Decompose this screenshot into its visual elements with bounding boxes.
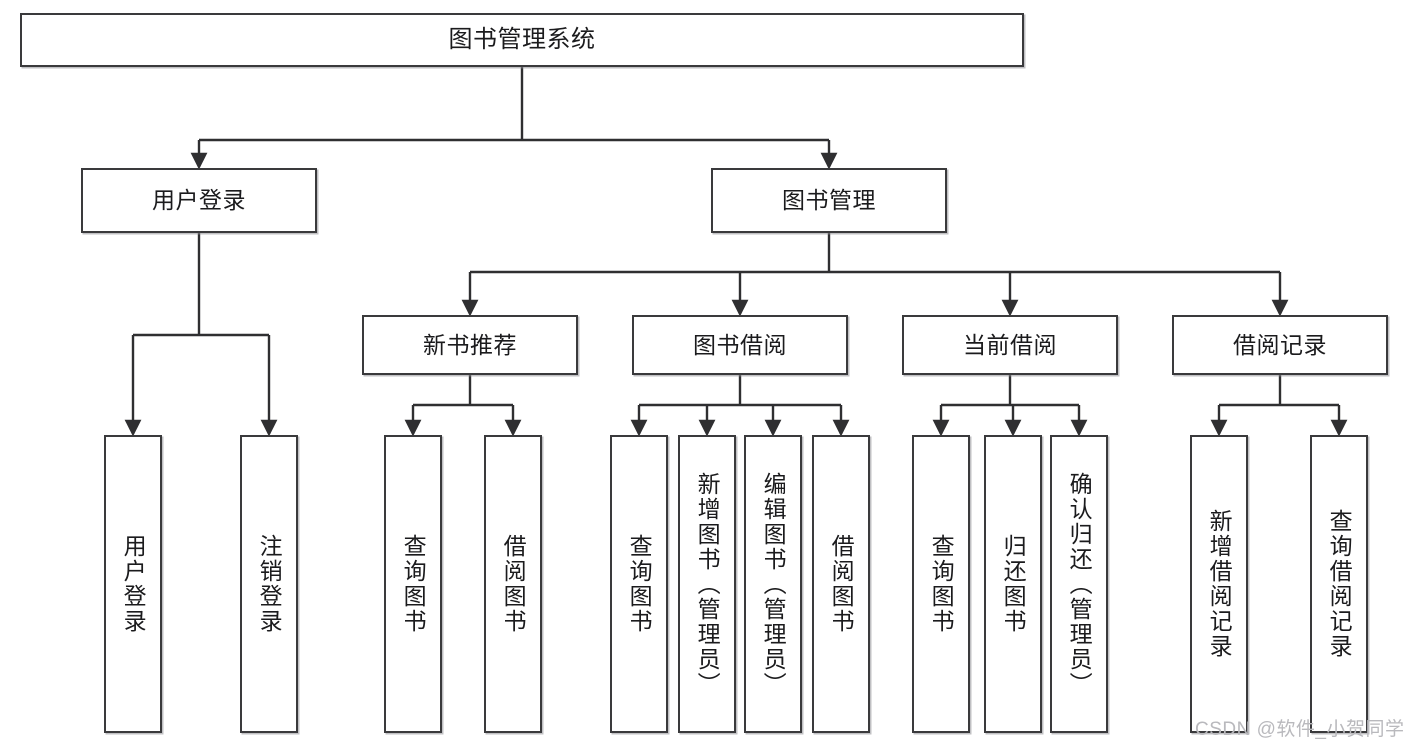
node-login[interactable]: 用户登录 bbox=[81, 168, 317, 233]
node-label: 图书管理系统 bbox=[448, 26, 596, 54]
node-label: 编辑图书（管理员） bbox=[760, 471, 787, 697]
node-label: 注销登录 bbox=[256, 534, 283, 634]
node-newbook[interactable]: 新书推荐 bbox=[362, 315, 578, 375]
node-label: 归还图书 bbox=[1000, 534, 1027, 634]
node-l-query3[interactable]: 查询图书 bbox=[912, 435, 970, 733]
node-l-query2[interactable]: 查询图书 bbox=[610, 435, 668, 733]
node-label: 新书推荐 bbox=[423, 331, 517, 358]
node-label: 借阅图书 bbox=[500, 534, 527, 634]
node-l-login[interactable]: 用户登录 bbox=[104, 435, 162, 733]
node-label: 当前借阅 bbox=[963, 331, 1057, 358]
node-label: 图书借阅 bbox=[693, 331, 787, 358]
node-root[interactable]: 图书管理系统 bbox=[20, 13, 1024, 67]
node-l-addrec[interactable]: 新增借阅记录 bbox=[1190, 435, 1248, 733]
node-l-edit[interactable]: 编辑图书（管理员） bbox=[744, 435, 802, 733]
node-l-add[interactable]: 新增图书（管理员） bbox=[678, 435, 736, 733]
node-bookmgmt[interactable]: 图书管理 bbox=[711, 168, 947, 233]
node-label: 确认归还（管理员） bbox=[1066, 471, 1093, 697]
node-l-queryrec[interactable]: 查询借阅记录 bbox=[1310, 435, 1368, 733]
csdn-watermark: CSDN @软件_小贺同学 bbox=[1195, 719, 1405, 740]
node-l-borrow2[interactable]: 借阅图书 bbox=[812, 435, 870, 733]
node-l-logout[interactable]: 注销登录 bbox=[240, 435, 298, 733]
node-label: 借阅记录 bbox=[1233, 331, 1327, 358]
node-l-confirm[interactable]: 确认归还（管理员） bbox=[1050, 435, 1108, 733]
node-label: 查询图书 bbox=[928, 534, 955, 634]
node-label: 借阅图书 bbox=[828, 534, 855, 634]
node-label: 用户登录 bbox=[152, 187, 246, 214]
node-l-query1[interactable]: 查询图书 bbox=[384, 435, 442, 733]
node-label: 新增图书（管理员） bbox=[694, 471, 721, 697]
node-label: 查询图书 bbox=[626, 534, 653, 634]
node-label: 用户登录 bbox=[120, 534, 147, 634]
node-records[interactable]: 借阅记录 bbox=[1172, 315, 1388, 375]
node-current[interactable]: 当前借阅 bbox=[902, 315, 1118, 375]
node-borrow[interactable]: 图书借阅 bbox=[632, 315, 848, 375]
node-label: 图书管理 bbox=[782, 187, 876, 214]
node-l-return[interactable]: 归还图书 bbox=[984, 435, 1042, 733]
node-l-borrow1[interactable]: 借阅图书 bbox=[484, 435, 542, 733]
node-label: 新增借阅记录 bbox=[1206, 509, 1233, 659]
node-label: 查询借阅记录 bbox=[1326, 509, 1353, 659]
node-label: 查询图书 bbox=[400, 534, 427, 634]
